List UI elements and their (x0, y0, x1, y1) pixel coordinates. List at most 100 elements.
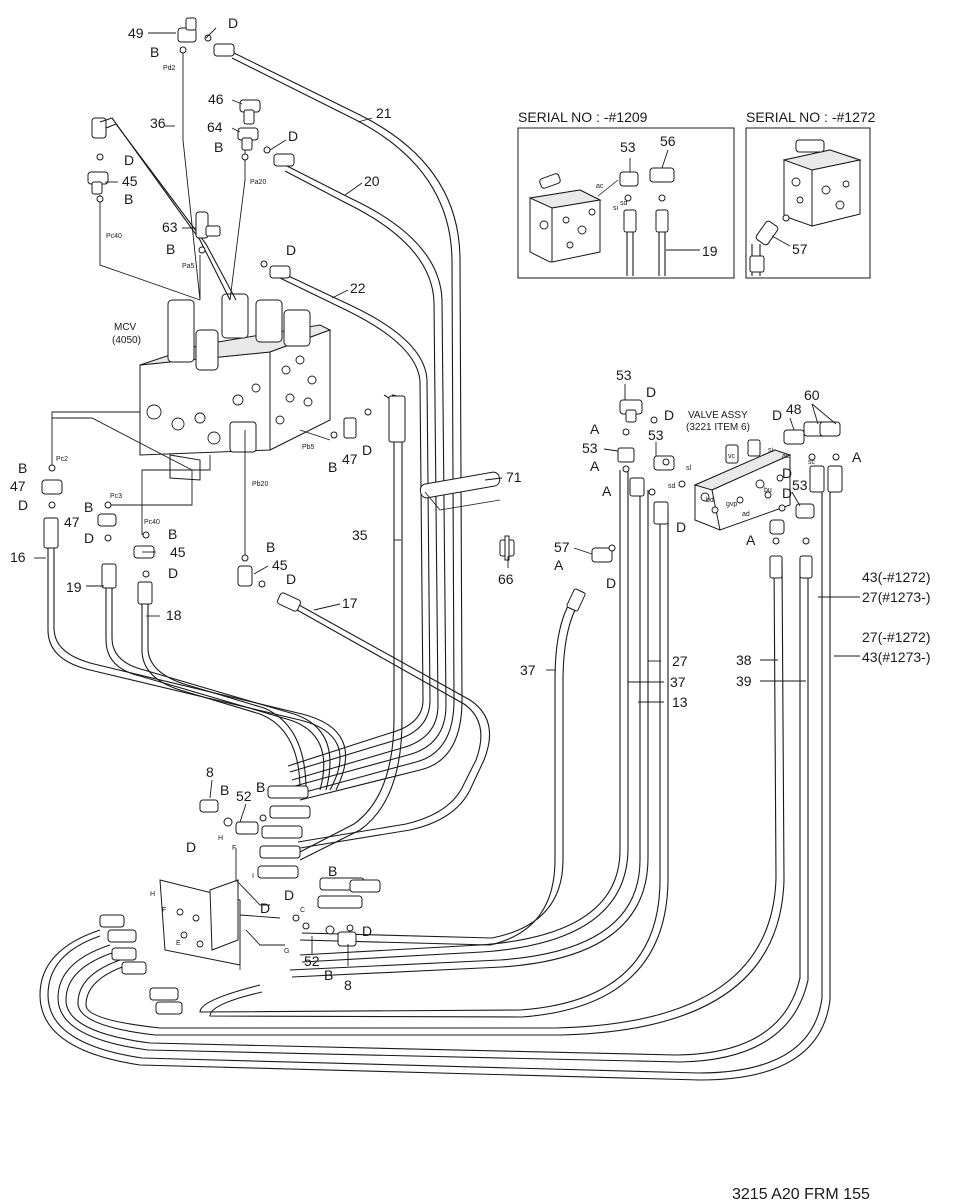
seal-d: D (362, 442, 372, 458)
callout-37-a: 37 (520, 662, 536, 678)
inset-serial-1272 (745, 127, 871, 279)
seal-b: B (266, 539, 275, 555)
inset-1209-port-si: si (613, 205, 619, 212)
manifold-port-h: H (218, 835, 223, 842)
seal-d: D (606, 575, 616, 591)
seal-d: D (772, 407, 782, 423)
manifold-port-h: H (150, 891, 155, 898)
seal-a: A (746, 532, 756, 548)
seal-d: D (676, 519, 686, 535)
callout-66: 66 (498, 571, 514, 587)
hose-16-18-19-left (43, 517, 346, 791)
callout-47-c: 47 (64, 514, 80, 530)
seal-b: B (214, 139, 223, 155)
callout-20: 20 (364, 173, 380, 189)
port-pc2: Pc2 (56, 456, 68, 463)
manifold-port-c: C (300, 907, 305, 914)
callout-53-d: 53 (792, 477, 808, 493)
callout-48: 48 (786, 401, 802, 417)
fitting-63 (195, 211, 291, 279)
callout-53-b: 53 (582, 440, 598, 456)
callout-21: 21 (376, 105, 392, 121)
port-pb5: Pb5 (302, 444, 315, 451)
mcv-name: MCV (114, 322, 137, 333)
valve-port-sc: sc (808, 459, 816, 466)
callout-43-27-a: 43(-#1272) (862, 569, 931, 585)
seal-d: D (124, 152, 134, 168)
callout-53-a: 53 (616, 367, 632, 383)
seal-d: D (782, 465, 792, 481)
callout-13: 13 (672, 694, 688, 710)
labels: SERIAL NO : -#1209 SERIAL NO : -#1272 53… (10, 15, 931, 1200)
callout-19: 19 (66, 579, 82, 595)
hose-bundle-upper (231, 51, 463, 801)
callout-52-a: 52 (236, 788, 252, 804)
port-pc40-b: Pc40 (144, 519, 160, 526)
fitting-46 (239, 99, 261, 125)
seal-d: D (228, 15, 238, 31)
callout-57: 57 (554, 539, 570, 555)
callout-46: 46 (208, 91, 224, 107)
manifold-port-i: I (252, 873, 254, 880)
seal-a: A (852, 449, 862, 465)
inset-1272-callout-57: 57 (792, 241, 808, 257)
port-pd2: Pd2 (163, 65, 176, 72)
seal-b: B (124, 191, 133, 207)
callout-43-27-b: 27(#1273-) (862, 589, 931, 605)
mcv-code: (4050) (112, 335, 141, 346)
seal-d: D (260, 900, 270, 916)
manifold-port-g: G (284, 948, 289, 955)
callout-8-b: 8 (344, 977, 352, 993)
hose-bundle-lower-loop (39, 470, 831, 1081)
callout-18: 18 (166, 607, 182, 623)
valve-port-sd: sd (668, 483, 676, 490)
callout-8-a: 8 (206, 764, 214, 780)
fitting-47a (330, 408, 372, 439)
valve-port-sl: sl (686, 465, 692, 472)
callout-47-b: 47 (10, 478, 26, 494)
callout-27-43-b: 43(#1273-) (862, 649, 931, 665)
inset-1209-title: SERIAL NO : -#1209 (518, 109, 648, 125)
callout-38: 38 (736, 652, 752, 668)
inset-serial-1209 (517, 127, 735, 279)
seal-b: B (220, 782, 229, 798)
callout-45-c: 45 (272, 557, 288, 573)
seal-d: D (782, 485, 792, 501)
callout-71: 71 (506, 469, 522, 485)
callout-22: 22 (350, 280, 366, 296)
seal-b: B (84, 499, 93, 515)
manifold-port-e: E (176, 940, 181, 947)
seal-a: A (590, 458, 600, 474)
callout-27-a: 27 (672, 653, 688, 669)
mcv-valve-block (139, 293, 332, 481)
callout-64: 64 (207, 119, 223, 135)
seal-b: B (18, 460, 27, 476)
callout-leaders (34, 27, 860, 966)
seal-b: B (256, 779, 265, 795)
seal-d: D (84, 530, 94, 546)
seal-b: B (324, 967, 333, 983)
clamp-71 (419, 471, 515, 561)
port-pa20: Pa20 (250, 179, 266, 186)
port-pb20: Pb20 (252, 481, 268, 488)
valve-port-ac: ac (782, 453, 790, 460)
port-pc3: Pc3 (110, 493, 122, 500)
hose-37 (299, 588, 586, 946)
callout-63: 63 (162, 219, 178, 235)
inset-1272-title: SERIAL NO : -#1272 (746, 109, 876, 125)
seal-b: B (328, 459, 337, 475)
callout-45-b: 45 (170, 544, 186, 560)
callout-37-b: 37 (670, 674, 686, 690)
seal-b: B (328, 863, 337, 879)
valve-port-si: si (768, 447, 774, 454)
valve-port-bd: bd (706, 497, 714, 504)
manifold-port-f: F (162, 907, 166, 914)
callout-39: 39 (736, 673, 752, 689)
seal-d: D (284, 887, 294, 903)
valve-port-ad: ad (742, 511, 750, 518)
callout-52-b: 52 (304, 953, 320, 969)
valve-port-vc: vc (728, 453, 736, 460)
seal-d: D (286, 242, 296, 258)
seal-b: B (150, 44, 159, 60)
